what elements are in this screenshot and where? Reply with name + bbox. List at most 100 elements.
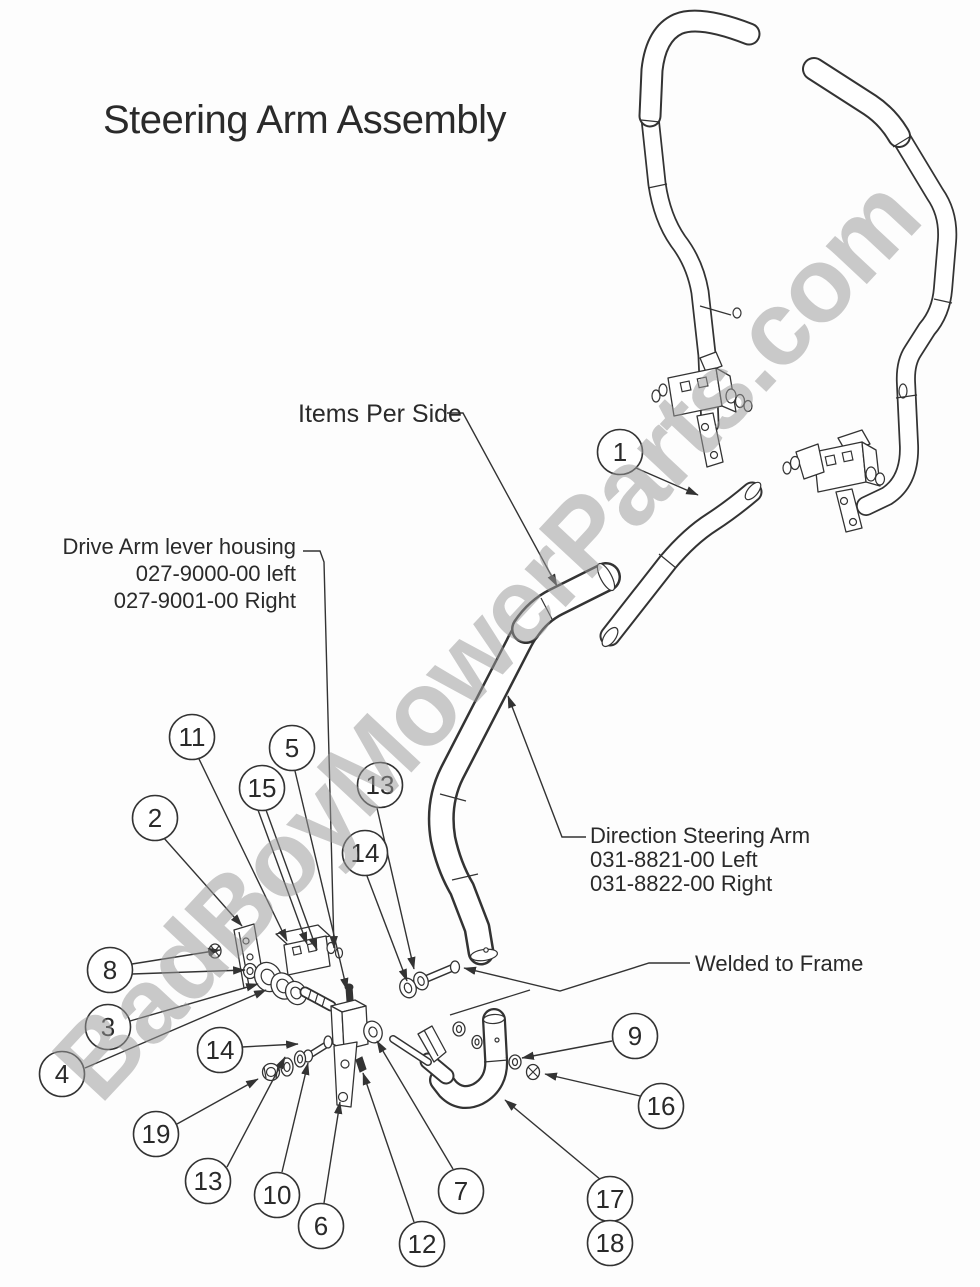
upper-nut-washer <box>452 1021 483 1050</box>
splined-shaft <box>299 986 337 1012</box>
callout-circle <box>86 946 134 994</box>
callout-5: 5 <box>268 724 349 991</box>
callout-circle <box>596 428 644 476</box>
callout-number: 5 <box>285 733 299 763</box>
callout-circle <box>184 1157 232 1205</box>
callout-leader-line <box>131 947 221 965</box>
direction-steering-arm-label: Direction Steering Arm 031-8821-00 Left … <box>590 823 810 896</box>
callout-leader-line <box>294 770 349 991</box>
page-title: Steering Arm Assembly <box>103 98 506 142</box>
callout-circle <box>132 1110 180 1158</box>
callout-17: 17 <box>504 1099 634 1223</box>
drive-arm-housing-label: Drive Arm lever housing 027-9000-00 left… <box>62 534 296 613</box>
callout-leader-line <box>265 809 318 951</box>
callout-circle <box>131 794 179 842</box>
callout-14: 14 <box>341 829 408 982</box>
bushing-stack <box>253 961 308 1006</box>
callout-circle <box>398 1220 446 1268</box>
callout-7: 7 <box>376 1040 485 1215</box>
callout-leader-line <box>281 1062 310 1173</box>
callout-number: 13 <box>194 1166 223 1196</box>
callout-18: 18 <box>586 1219 634 1267</box>
callout-2: 2 <box>131 794 243 927</box>
pivot-washer <box>363 1020 383 1044</box>
diagram-art <box>208 9 958 1110</box>
callout-number: 2 <box>148 803 162 833</box>
arm-bolt-stack <box>261 1035 333 1082</box>
callout-number: 14 <box>351 838 380 868</box>
callout-circle <box>611 1012 659 1060</box>
callout-leader-line <box>635 467 699 496</box>
pivot-long-bolt <box>399 960 461 999</box>
callout-leader-line <box>362 1072 415 1223</box>
drive-arm-housing-line3: 027-9001-00 Right <box>114 588 296 613</box>
callout-8: 8 <box>86 946 246 994</box>
left-lever-housing <box>651 351 753 468</box>
steering-arm-grip-tube <box>599 481 763 648</box>
callout-number: 14 <box>206 1035 235 1065</box>
callout-14: 14 <box>196 1026 299 1074</box>
callout-leader-line <box>521 1040 613 1060</box>
callout-circle <box>268 724 316 772</box>
frame-bolt-nut <box>508 1054 541 1081</box>
callout-circle <box>84 1003 132 1051</box>
callout-circle <box>586 1219 634 1267</box>
callout-15: 15 <box>238 764 318 951</box>
callout-leader-line <box>129 983 259 1022</box>
callout-number: 7 <box>454 1176 468 1206</box>
right-steering-handle <box>802 57 958 516</box>
callout-leader-line <box>366 875 408 982</box>
callout-circle <box>38 1050 86 1098</box>
pivot-assembly-cluster <box>208 923 461 1108</box>
callout-circle <box>356 761 404 809</box>
callout-4: 4 <box>38 989 267 1098</box>
callout-leader-line <box>257 809 308 945</box>
callout-number: 18 <box>596 1228 625 1258</box>
callout-13: 13 <box>356 761 416 970</box>
callout-number: 1 <box>613 437 627 467</box>
callout-leader-line <box>376 807 416 970</box>
callout-3: 3 <box>84 983 259 1051</box>
callout-leader-line <box>176 1078 259 1125</box>
callout-circle <box>196 1026 244 1074</box>
callout-number: 8 <box>103 955 117 985</box>
label-leaders <box>303 412 690 992</box>
drive-arm-housing-line1: Drive Arm lever housing <box>62 534 296 559</box>
callout-leader-line <box>504 1099 602 1181</box>
callout-leader-line <box>323 1101 343 1204</box>
callout-number: 16 <box>647 1091 676 1121</box>
callout-leader-line <box>376 1040 454 1170</box>
site-watermark: BadBoyMowerParts.com <box>31 157 942 1122</box>
callout-16: 16 <box>544 1072 685 1130</box>
callout-leader-line <box>84 989 267 1069</box>
callout-leader-line <box>162 836 243 927</box>
callout-19: 19 <box>132 1078 259 1158</box>
callout-leader-line <box>198 758 288 942</box>
callout-leader-line <box>544 1072 641 1097</box>
direction-steering-arm-line3: 031-8822-00 Right <box>590 871 772 896</box>
callout-number: 4 <box>55 1059 69 1089</box>
callout-leader-line <box>241 1040 299 1049</box>
callout-circle <box>238 764 286 812</box>
callout-11: 11 <box>168 713 288 942</box>
callout-circle <box>341 829 389 877</box>
callout-10: 10 <box>253 1062 310 1219</box>
callout-number: 3 <box>101 1012 115 1042</box>
callout-circle <box>437 1167 485 1215</box>
left-steering-handle <box>638 9 761 434</box>
callout-number: 10 <box>263 1180 292 1210</box>
callout-circle <box>253 1171 301 1219</box>
callout-number: 12 <box>408 1229 437 1259</box>
items-per-side-label: Items Per Side <box>298 400 462 428</box>
callout-number: 11 <box>179 722 206 752</box>
direction-steering-arm-tube <box>427 562 621 966</box>
frame-elbow-tube <box>389 989 541 1110</box>
direction-steering-arm-line2: 031-8821-00 Left <box>590 847 758 872</box>
drive-arm-housing-line2: 027-9000-00 left <box>136 561 296 586</box>
direction-steering-arm-line1: Direction Steering Arm <box>590 823 810 848</box>
callout-number: 19 <box>142 1119 171 1149</box>
housing-bracket <box>275 924 344 976</box>
callout-leader-line <box>131 966 246 975</box>
